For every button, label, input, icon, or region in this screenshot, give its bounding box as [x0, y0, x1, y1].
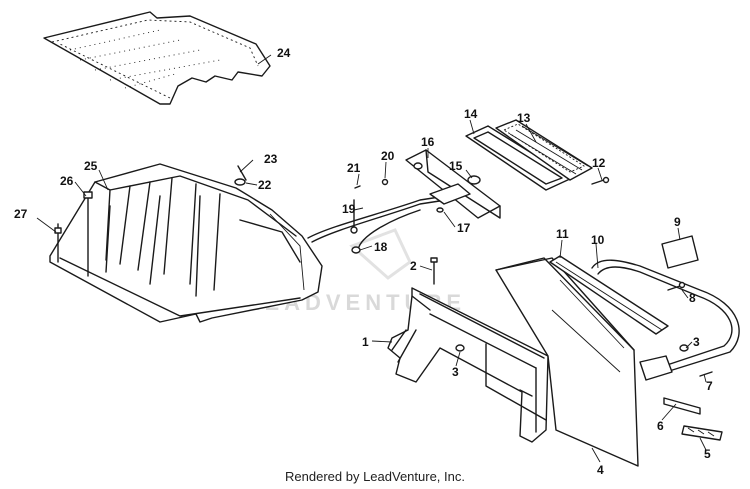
callout-24: 24: [277, 46, 291, 60]
callout-2: 2: [410, 259, 417, 273]
part-12-screw: [591, 176, 610, 185]
callout-11: 11: [556, 227, 569, 241]
callout-26: 26: [60, 174, 74, 188]
callout-22: 22: [258, 178, 272, 192]
callout-19: 19: [342, 202, 356, 216]
callout-4: 4: [597, 463, 604, 477]
callout-8: 8: [689, 291, 696, 305]
part-1-front-frame: [387, 287, 549, 443]
callouts: 1 2 3 3 4 5 6 7 8 9 10 11 12 13 14 15 16…: [14, 46, 713, 477]
footer-credit: Rendered by LeadVenture, Inc.: [285, 469, 465, 484]
part-10-bumper: [591, 259, 740, 381]
leader-lines: [36, 54, 707, 463]
cable: [307, 195, 447, 251]
callout-6: 6: [657, 419, 664, 433]
callout-21: 21: [347, 161, 361, 175]
callout-12: 12: [592, 156, 606, 170]
part-16-switch-panel: [405, 149, 501, 219]
callout-25: 25: [84, 159, 98, 173]
parts-18-21: [350, 178, 389, 254]
fasteners-26-27: [54, 191, 93, 277]
callout-15: 15: [449, 159, 463, 173]
callout-5: 5: [704, 447, 711, 461]
parts-22-23: [234, 165, 247, 186]
part-25-body-cowl: [49, 163, 323, 323]
callout-16: 16: [421, 135, 435, 149]
callout-13: 13: [517, 111, 531, 125]
parts-5-6-7: [663, 371, 723, 441]
callout-23: 23: [264, 152, 278, 166]
part-15-lamp: [467, 175, 481, 185]
part-8-bolt: [667, 281, 686, 291]
part-11-rail: [549, 255, 669, 335]
callout-18: 18: [374, 240, 388, 254]
callout-27: 27: [14, 207, 28, 221]
callout-20: 20: [381, 149, 395, 163]
callout-17: 17: [457, 221, 471, 235]
callout-7: 7: [706, 379, 713, 393]
callout-3a: 3: [452, 365, 459, 379]
callout-14: 14: [464, 107, 478, 121]
callout-1: 1: [362, 335, 369, 349]
part-13-grille: [495, 119, 593, 181]
part-4-back-panel: [485, 257, 639, 467]
callout-10: 10: [591, 233, 605, 247]
callout-3b: 3: [693, 335, 700, 349]
part-24-floor-mat: [43, 11, 271, 105]
callout-9: 9: [674, 215, 681, 229]
part-9-decal: [661, 235, 699, 269]
part-2-bolt: [430, 257, 438, 285]
part-3-nuts: [455, 344, 689, 352]
